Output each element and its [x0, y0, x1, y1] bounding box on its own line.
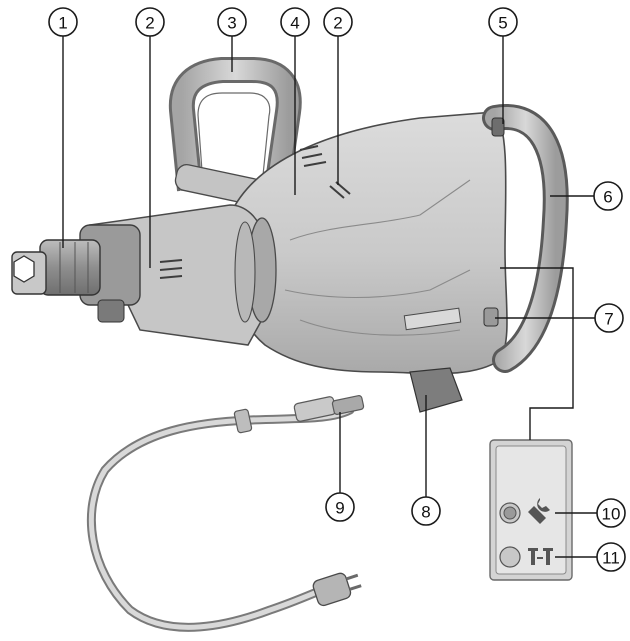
rear-grip	[482, 104, 569, 373]
service-indicator-light	[499, 502, 521, 524]
svg-text:2: 2	[145, 14, 154, 33]
lock-button	[483, 307, 499, 327]
callout-7: 7	[594, 303, 624, 333]
callout-9: 9	[325, 492, 355, 522]
on-off-switch	[491, 117, 505, 137]
svg-text:9: 9	[335, 499, 344, 518]
svg-text:3: 3	[227, 14, 236, 33]
svg-text:8: 8	[421, 503, 430, 522]
svg-text:4: 4	[290, 14, 299, 33]
callout-11: 11	[596, 542, 626, 572]
callout-4: 4	[280, 7, 310, 37]
callout-2-rear: 2	[323, 7, 353, 37]
type-plate	[403, 307, 462, 331]
t-arrow-t-icon	[528, 548, 553, 565]
cord-connector	[233, 394, 365, 434]
mains-plug	[312, 572, 362, 607]
indicator-panel	[489, 439, 573, 581]
svg-text:11: 11	[602, 549, 620, 568]
svg-text:10: 10	[602, 505, 621, 524]
callout-2-front: 2	[135, 7, 165, 37]
wrench-icon	[528, 498, 550, 524]
callout-1: 1	[48, 7, 78, 37]
svg-text:2: 2	[333, 14, 342, 33]
svg-text:7: 7	[604, 310, 613, 329]
svg-text:5: 5	[498, 14, 507, 33]
lower-vent	[159, 259, 183, 279]
svg-text:6: 6	[603, 188, 612, 207]
breaker-body	[226, 111, 508, 375]
leader-lines	[62, 36, 597, 558]
power-cord	[86, 394, 365, 632]
svg-text:1: 1	[58, 14, 67, 33]
theft-indicator-light	[499, 546, 521, 568]
callout-10: 10	[596, 498, 626, 528]
callout-5: 5	[488, 7, 518, 37]
tool-holder-chuck	[11, 239, 101, 296]
depth-foot	[409, 367, 463, 413]
callout-8: 8	[411, 496, 441, 526]
callout-6: 6	[593, 181, 623, 211]
callout-3: 3	[217, 7, 247, 37]
